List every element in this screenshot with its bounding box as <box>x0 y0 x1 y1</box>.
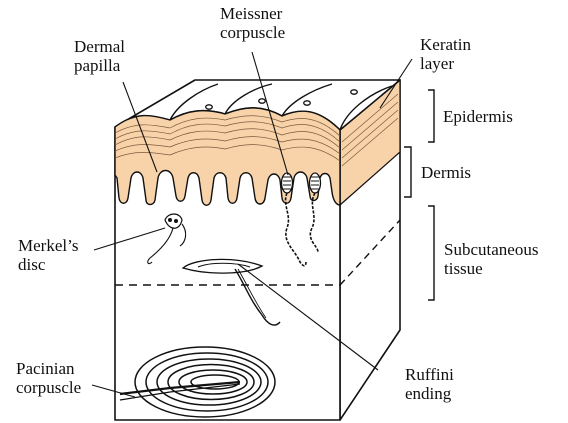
merkels-disc-label: Merkel’s disc <box>18 236 78 274</box>
ruffini-ending-label: Ruffini ending <box>405 365 454 403</box>
keratin-layer-label: Keratin layer <box>420 35 471 73</box>
dermal-papilla-label: Dermal papilla <box>74 37 125 75</box>
subcutaneous-tissue-label: Subcutaneous tissue <box>444 240 538 278</box>
layer-brackets <box>404 90 434 300</box>
dermis-label: Dermis <box>421 163 471 182</box>
pacinian-corpuscle-label: Pacinian corpuscle <box>16 359 81 397</box>
subcutaneous-bracket <box>428 206 434 300</box>
epidermis-label: Epidermis <box>443 107 513 126</box>
meissner-corpuscle-label: Meissner corpuscle <box>220 4 285 42</box>
epidermis-bracket <box>428 90 434 142</box>
dermis-bracket <box>404 147 411 197</box>
